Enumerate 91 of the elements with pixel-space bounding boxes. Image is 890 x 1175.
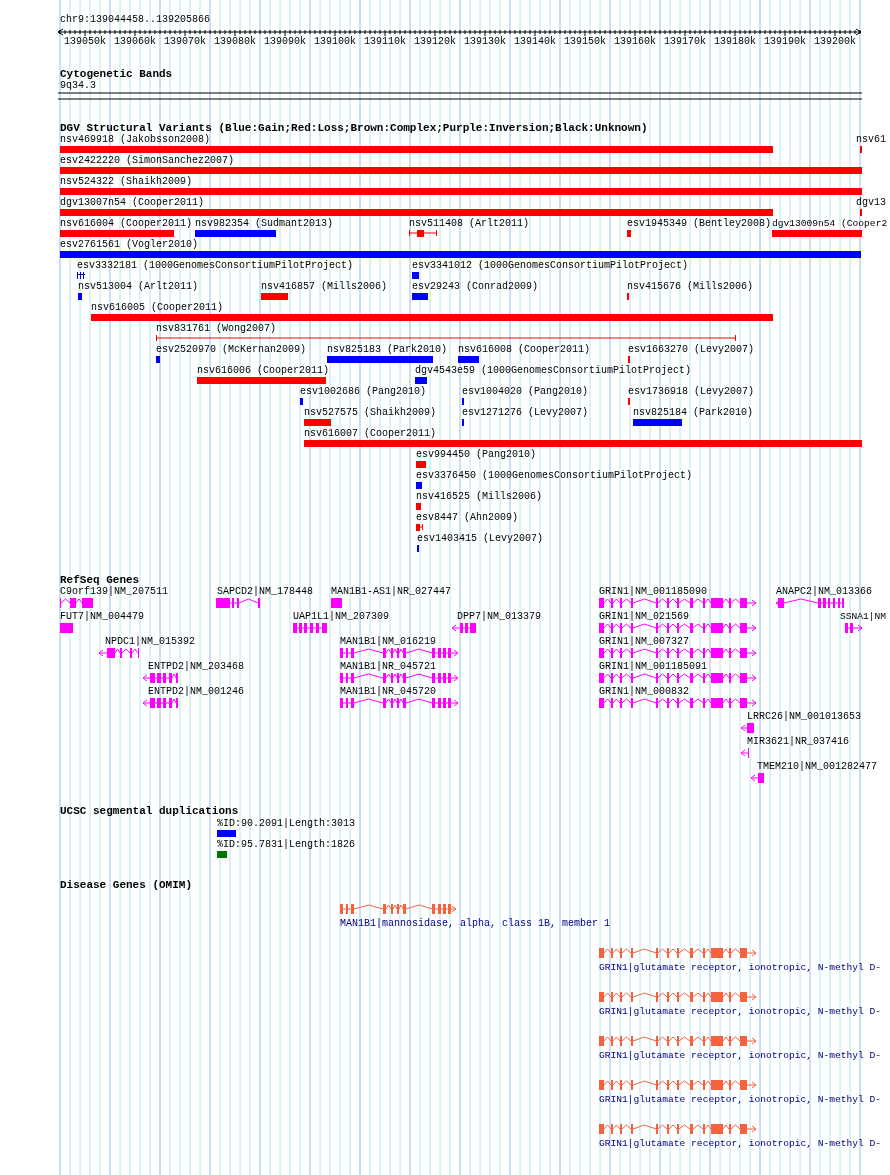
tick-label: 139060k: [114, 36, 156, 48]
gene-label: MAN1B1|NM_016219: [340, 636, 436, 648]
variant-label: esv1004020 (Pang2010): [462, 386, 589, 398]
track-heading: Cytogenetic Bands: [60, 68, 173, 80]
track-heading: RefSeq Genes: [60, 574, 140, 586]
tick-label: 139140k: [514, 36, 556, 48]
variant-label: esv29243 (Conrad2009): [412, 281, 539, 293]
disease-gene-label: GRIN1|glutamate receptor, ionotropic, N-methyl D-: [599, 1050, 882, 1062]
variant-label: nsv616005 (Cooper2011): [91, 302, 224, 314]
variant-label: nsv524322 (Shaikh2009): [60, 176, 193, 188]
gene-label: GRIN1|NM_007327: [599, 636, 689, 648]
variant-label: nsv616007 (Cooper2011): [304, 428, 437, 440]
chromosome-position: chr9:139044458..139205866: [60, 14, 211, 26]
gene-label: FUT7|NM_004479: [60, 611, 144, 623]
variant-label: esv1403415 (Levy2007): [417, 533, 544, 545]
tick-label: 139070k: [164, 36, 206, 48]
variant-label: esv1663270 (Levy2007): [628, 344, 755, 356]
tick-label: 139160k: [614, 36, 656, 48]
gene-label: NPDC1|NM_015392: [105, 636, 195, 648]
disease-gene-label: GRIN1|glutamate receptor, ionotropic, N-methyl D-: [599, 1138, 882, 1150]
gene-label: GRIN1|NM_001185091: [599, 661, 708, 673]
tick-label: 139170k: [664, 36, 706, 48]
variant-label: esv1002686 (Pang2010): [300, 386, 427, 398]
variant-label: esv994450 (Pang2010): [416, 449, 537, 461]
gene-label: C9orf139|NM_207511: [60, 586, 169, 598]
gene-label: MAN1B1|NR_045720: [340, 686, 436, 698]
gene-label: MAN1B1-AS1|NR_027447: [331, 586, 452, 598]
variant-label: nsv511408 (Arlt2011): [409, 218, 530, 230]
track-heading: Disease Genes (OMIM): [60, 879, 193, 891]
track-heading: DGV Structural Variants (Blue:Gain;Red:Loss;Brown:Complex;Purple:Inversion;Black:Unknown): [60, 122, 648, 134]
gene-label: SAPCD2|NM_178448: [217, 586, 313, 598]
duplication-label: %ID:95.7831|Length:1826: [217, 839, 356, 851]
gene-label: DPP7|NM_013379: [457, 611, 541, 623]
disease-gene-label: MAN1B1|mannosidase, alpha, class 1B, member 1: [340, 918, 611, 930]
gene-label: ENTPD2|NM_203468: [148, 661, 244, 673]
disease-gene-label: GRIN1|glutamate receptor, ionotropic, N-methyl D-: [599, 1094, 882, 1106]
variant-label: esv3332181 (1000GenomesConsortiumPilotProject): [77, 260, 354, 272]
variant-label: nsv469918 (Jakobsson2008): [60, 134, 211, 146]
variant-label: nsv616004 (Cooper2011): [60, 218, 193, 230]
variant-label: dgv13: [856, 197, 886, 209]
variant-label: nsv416857 (Mills2006): [261, 281, 388, 293]
variant-label: nsv513004 (Arlt2011): [78, 281, 199, 293]
variant-label: nsv982354 (Sudmant2013): [195, 218, 334, 230]
tick-label: 139200k: [814, 36, 856, 48]
tick-label: 139190k: [764, 36, 806, 48]
variant-label: esv1736918 (Levy2007): [628, 386, 755, 398]
tick-label: 139080k: [214, 36, 256, 48]
tick-label: 139090k: [264, 36, 306, 48]
duplication-label: %ID:90.2091|Length:3013: [217, 818, 356, 830]
tick-label: 139130k: [464, 36, 506, 48]
variant-label: nsv416525 (Mills2006): [416, 491, 543, 503]
track-heading: UCSC segmental duplications: [60, 805, 239, 817]
gene-label: GRIN1|NM_021569: [599, 611, 689, 623]
variant-label: esv3376450 (1000GenomesConsortiumPilotProject): [416, 470, 693, 482]
variant-label: nsv616008 (Cooper2011): [458, 344, 591, 356]
tick-label: 139050k: [64, 36, 106, 48]
tick-label: 139110k: [364, 36, 406, 48]
variant-label: esv8447 (Ahn2009): [416, 512, 519, 524]
gene-label: SSNA1|NM: [840, 611, 887, 623]
tick-label: 139180k: [714, 36, 756, 48]
variant-label: esv2422220 (SimonSanchez2007): [60, 155, 235, 167]
gene-label: MIR3621|NR_037416: [747, 736, 850, 748]
variant-label: dgv13007n54 (Cooper2011): [60, 197, 205, 209]
variant-label: dgv13009n54 (Cooper2: [772, 218, 888, 230]
variant-label: nsv616006 (Cooper2011): [197, 365, 330, 377]
gene-label: ANAPC2|NM_013366: [776, 586, 872, 598]
variant-label: nsv825183 (Park2010): [327, 344, 448, 356]
variant-label: nsv831761 (Wong2007): [156, 323, 277, 335]
variant-label: nsv61: [856, 134, 886, 146]
tick-label: 139120k: [414, 36, 456, 48]
gene-label: GRIN1|NM_001185090: [599, 586, 708, 598]
variant-label: nsv825184 (Park2010): [633, 407, 754, 419]
variant-label: dgv4543e59 (1000GenomesConsortiumPilotProject): [415, 365, 692, 377]
band-name: 9q34.3: [60, 80, 96, 92]
variant-label: esv2761561 (Vogler2010): [60, 239, 199, 251]
variant-label: nsv415676 (Mills2006): [627, 281, 754, 293]
variant-label: esv3341012 (1000GenomesConsortiumPilotProject): [412, 260, 689, 272]
gene-label: TMEM210|NM_001282477: [757, 761, 878, 773]
variant-label: esv1945349 (Bentley2008): [627, 218, 772, 230]
disease-gene-label: GRIN1|glutamate receptor, ionotropic, N-methyl D-: [599, 1006, 882, 1018]
variant-label: esv2520970 (McKernan2009): [156, 344, 307, 356]
variant-label: nsv527575 (Shaikh2009): [304, 407, 437, 419]
gene-label: UAP1L1|NM_207309: [293, 611, 389, 623]
disease-gene-label: GRIN1|glutamate receptor, ionotropic, N-methyl D-: [599, 962, 882, 974]
gene-label: GRIN1|NM_000832: [599, 686, 689, 698]
tick-label: 139150k: [564, 36, 606, 48]
gene-label: LRRC26|NM_001013653: [747, 711, 862, 723]
gene-label: ENTPD2|NM_001246: [148, 686, 244, 698]
variant-label: esv1271276 (Levy2007): [462, 407, 589, 419]
tick-label: 139100k: [314, 36, 356, 48]
gene-label: MAN1B1|NR_045721: [340, 661, 436, 673]
